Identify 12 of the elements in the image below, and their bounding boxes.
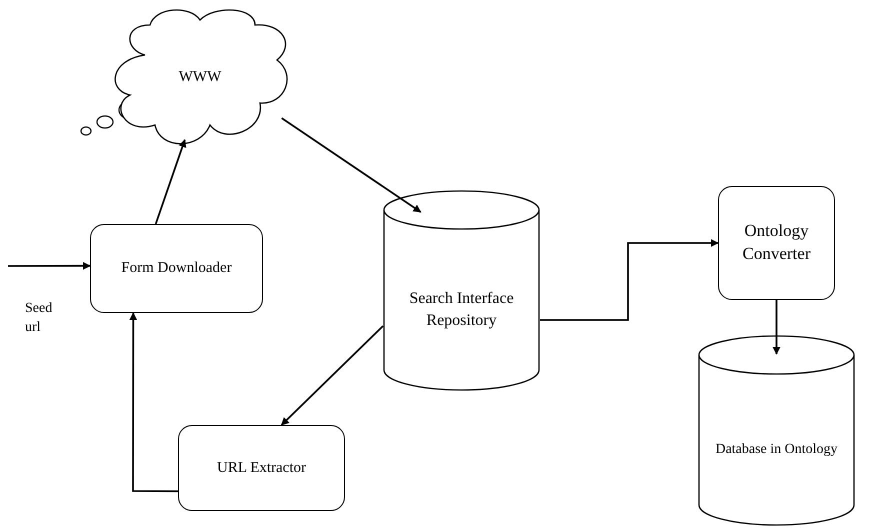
node-label: Form Downloader [120, 259, 233, 278]
node-label: URL Extractor [216, 458, 307, 478]
arrow [280, 325, 384, 426]
process-box [90, 224, 263, 313]
arrow [540, 239, 719, 321]
arrow [154, 139, 186, 224]
node-label: Ontology Converter [742, 220, 812, 265]
arrow [129, 312, 178, 492]
process-box [718, 186, 835, 300]
arrow [8, 262, 91, 270]
process-box [178, 425, 345, 511]
node-label: WWW [178, 68, 222, 88]
